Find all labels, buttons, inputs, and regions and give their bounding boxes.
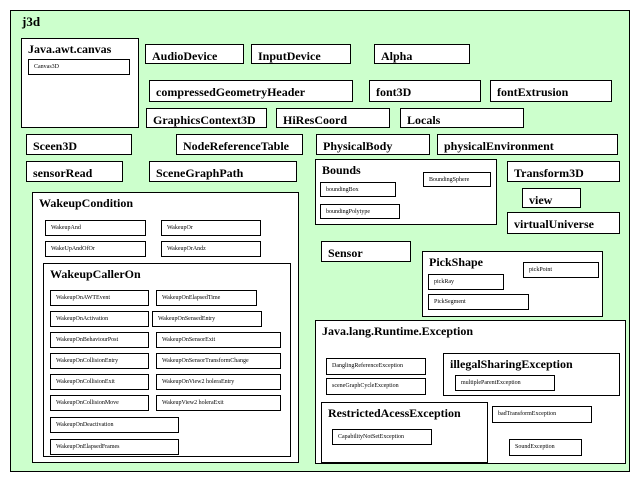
virtual-universe-class: virtualUniverse — [507, 212, 620, 234]
transform3d-class: Transform3D — [507, 161, 620, 182]
physical-body-class: PhysicalBody — [316, 134, 430, 155]
bounding-box-class: boundingBox — [320, 182, 396, 197]
wakeup-on-collision-exit-class: WakeupOnCollisionExit — [50, 374, 149, 390]
bounds-package: Bounds boundingBox boundingPolytype Boun… — [315, 159, 497, 225]
wakeup-on-elapsed-time-class: WakeupOnElapsedTime — [156, 290, 257, 306]
view-class: view — [522, 188, 581, 208]
wakeup-on-activation-class: WakeupOnActivation — [50, 311, 149, 327]
package-title: j3d — [22, 14, 41, 29]
wakeup-on-elapsed-frames-class: WakeupOnElapsedFrames — [50, 439, 179, 455]
illegal-sharing-exception-title: illegalSharingException — [450, 357, 573, 371]
runtime-exception-title: Java.lang.Runtime.Exception — [322, 324, 474, 338]
input-device-class: InputDevice — [251, 44, 351, 64]
dangling-reference-exception-class: DanglingReferenceException — [326, 358, 426, 375]
sound-exception-class: SoundException — [509, 439, 582, 456]
pick-point-class: pickPoint — [523, 262, 599, 278]
wakeup-on-deactivation-class: WakeupOnDeactivation — [50, 417, 179, 433]
wakeup-and-class: WakeupAnd — [45, 220, 146, 236]
wakeup-or-class: WakeupOr — [161, 220, 261, 236]
wakeup-on-behaviour-post-class: WakeupOnBehaviourPost — [50, 332, 149, 348]
bounds-title: Bounds — [322, 163, 361, 177]
bad-transform-exception-class: badTransformException — [492, 406, 592, 423]
multiple-parent-exception-class: multipleParentException — [455, 375, 555, 391]
canvas3d-class: Canvas3D — [28, 59, 130, 75]
graphics-context3d-class: GraphicsContext3D — [146, 108, 267, 128]
pick-ray-class: pickRay — [428, 274, 504, 290]
alpha-class: Alpha — [374, 44, 470, 64]
wakeup-on-awt-event-class: WakeupOnAWTEvent — [50, 290, 149, 306]
node-reference-table-class: NodeReferenceTable — [176, 134, 303, 155]
scene-graph-path-class: SceneGraphPath — [149, 161, 297, 182]
pick-shape-title: PickShape — [429, 255, 484, 269]
audio-device-class: AudioDevice — [145, 44, 244, 64]
wakeup-or-andz-class: WakeupOrAndz — [161, 241, 261, 257]
physical-environment-class: physicalEnvironment — [437, 134, 618, 155]
wakeup-on-sensed-entry-class: WakeupOnSensedEntry — [152, 311, 262, 327]
compressed-geometry-header-class: compressedGeometryHeader — [149, 80, 353, 102]
runtime-exception-package: Java.lang.Runtime.Exception DanglingRefe… — [315, 320, 626, 464]
wakeup-on-view2-holera-entry-class: WakeupOnView2 holeraEntry — [156, 374, 281, 390]
restricted-access-exception-package: RestrictedAcessException CapabilityNotSe… — [321, 402, 488, 463]
wakeup-on-sensor-exit-class: WakeupOnSensorExit — [156, 332, 281, 348]
font3d-class: font3D — [369, 80, 481, 102]
font-extrusion-class: fontExtrusion — [490, 80, 612, 102]
sensor-class: Sensor — [321, 241, 411, 262]
screen3d-class: Sceen3D — [26, 134, 132, 155]
hires-coord-class: HiResCoord — [276, 108, 390, 128]
awt-canvas-package: Java.awt.canvas Canvas3D — [21, 38, 139, 128]
locals-class: Locals — [400, 108, 524, 128]
restricted-access-exception-title: RestrictedAcessException — [328, 406, 461, 420]
capability-not-set-exception-class: CapabilityNotSetException — [332, 429, 432, 445]
wakeup-caller-on-package: WakeupCallerOn WakeupOnAWTEvent WakeupOn… — [43, 263, 291, 457]
wakeup-on-sensor-transform-change-class: WakeupOnSensorTransformChange — [156, 353, 281, 369]
illegal-sharing-exception-package: illegalSharingException multipleParentEx… — [443, 353, 620, 396]
sensor-read-class: sensorRead — [26, 161, 123, 182]
wakeup-condition-title: WakeupCondition — [39, 196, 134, 210]
pick-segment-class: PickSegment — [428, 294, 529, 310]
awt-canvas-title: Java.awt.canvas — [28, 42, 112, 56]
bounding-sphere-class: BoundingSphere — [423, 172, 491, 187]
wakeup-view2-holera-exit-class: WakeupView2 holeraExit — [156, 395, 281, 411]
wakeup-and-of-or-class: WakeUpAndOfOr — [45, 241, 146, 257]
wakeup-caller-on-title: WakeupCallerOn — [50, 267, 141, 281]
wakeup-on-collision-entry-class: WakeupOnCollisionEntry — [50, 353, 149, 369]
wakeup-condition-package: WakeupCondition WakeupAnd WakeupOr WakeU… — [32, 192, 299, 463]
wakeup-on-collision-move-class: WakeupOnCollisionMove — [50, 395, 149, 411]
pick-shape-package: PickShape pickRay pickPoint PickSegment — [422, 251, 603, 317]
bounding-polytype-class: boundingPolytype — [320, 204, 400, 219]
scene-graph-cycle-exception-class: sceneGraphCycleException — [326, 378, 426, 395]
